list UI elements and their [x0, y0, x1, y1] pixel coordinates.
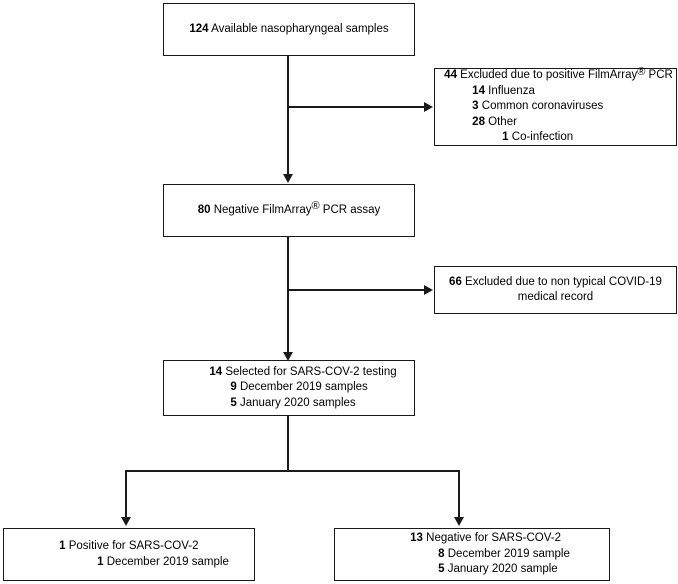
node-excluded-medical-record: 66 Excluded due to non typical COVID-19 … [434, 266, 677, 314]
node-line: 1 December 2019 sample [97, 555, 229, 568]
node-excluded-positive-pcr: 44 Excluded due to positive FilmArray® P… [434, 65, 677, 146]
arrowhead-to-excluded-record [424, 285, 433, 295]
node-line: 8 December 2019 sample [438, 547, 570, 560]
arrowhead-to-negative-result [454, 517, 464, 526]
node-line: 1 Positive for SARS-COV-2 [59, 540, 199, 552]
connector-to-excluded-record [287, 289, 426, 291]
node-line: 66 Excluded due to non typical COVID-19 [449, 275, 662, 288]
connector-negative-to-selected [287, 236, 289, 356]
node-line: 9 December 2019 samples [230, 381, 368, 394]
node-available-samples: 124 Available nasopharyngeal samples [163, 3, 415, 56]
node-line: 14 Selected for SARS-COV-2 testing [209, 365, 397, 378]
node-line: 1 Co-infection [502, 131, 574, 144]
connector-samples-to-negative [287, 55, 289, 177]
node-line: 13 Negative for SARS-COV-2 [410, 532, 561, 545]
arrowhead-to-selected [283, 352, 293, 361]
node-line: 80 Negative FilmArray® PCR assay [197, 200, 381, 216]
node-line: 5 January 2020 samples [230, 396, 356, 409]
connector-split-to-negative [458, 470, 460, 520]
connector-selected-to-split [287, 416, 289, 471]
arrowhead-to-negative-assay [283, 174, 293, 183]
node-selected-for-testing: 14 Selected for SARS-COV-2 testing 9 Dec… [163, 360, 415, 416]
node-negative-pcr-assay: 80 Negative FilmArray® PCR assay [163, 184, 415, 237]
node-line: 124 Available nasopharyngeal samples [189, 22, 389, 35]
node-line: 3 Common coronaviruses [472, 100, 604, 113]
node-positive-result: 1 Positive for SARS-COV-2 1 December 201… [3, 528, 255, 581]
connector-to-excluded-positive [287, 106, 426, 108]
node-line: 44 Excluded due to positive FilmArray® P… [444, 65, 673, 82]
connector-split-to-positive [125, 470, 127, 520]
node-negative-result: 13 Negative for SARS-COV-2 8 December 20… [334, 528, 610, 581]
arrowhead-to-positive [121, 517, 131, 526]
arrowhead-to-excluded-positive [424, 102, 433, 112]
node-line: 5 January 2020 sample [438, 563, 558, 576]
node-line: 28 Other [472, 115, 517, 128]
node-line: 14 Influenza [472, 84, 535, 97]
node-line: medical record [517, 291, 594, 303]
connector-split-bar [125, 470, 459, 472]
